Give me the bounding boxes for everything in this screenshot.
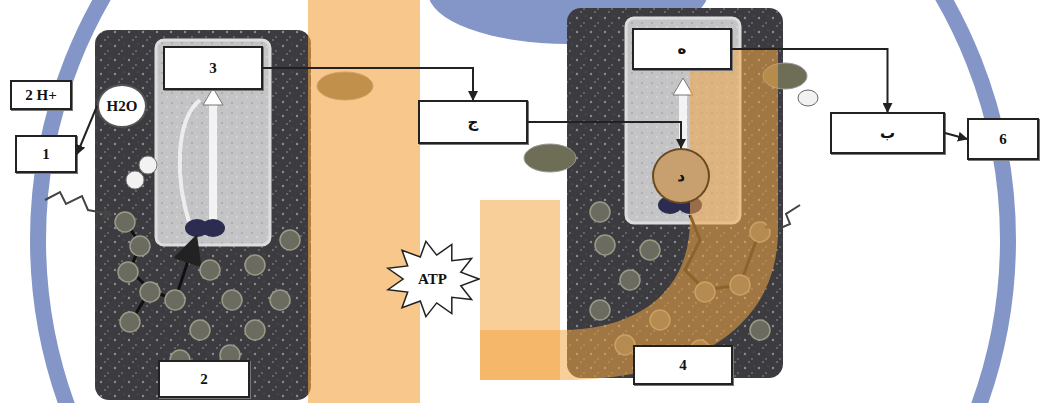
- node-label: 1: [42, 146, 50, 163]
- callout-box: 4: [633, 345, 733, 385]
- atp-burst: ATP: [385, 240, 480, 318]
- callout-box: ب: [830, 112, 945, 154]
- water-circle: H2O: [97, 84, 147, 128]
- watermark-band: [308, 0, 420, 403]
- node-label: 2 H+: [25, 87, 56, 104]
- flow-arrow: [732, 49, 888, 112]
- watermark-arc: [38, 0, 1008, 403]
- callout-box: ه: [632, 28, 732, 70]
- node-label: 2: [200, 371, 208, 388]
- node-label: ج: [468, 114, 479, 131]
- callout-circle: د: [652, 148, 710, 204]
- carrier-oval: [524, 144, 576, 172]
- callout-box: ج: [418, 100, 528, 144]
- node-label: 6: [999, 131, 1007, 148]
- flow-arrow: [528, 122, 681, 148]
- reaction-center: [156, 40, 270, 245]
- node-label: ه: [678, 41, 687, 58]
- callout-box: 2: [158, 360, 250, 398]
- node-label: 4: [679, 357, 687, 374]
- node-label: 3: [209, 60, 217, 77]
- callout-box: 1: [15, 135, 77, 173]
- photosystem-panel: [95, 30, 311, 400]
- flow-arrow: [77, 106, 97, 154]
- ion-box: 2 H+: [10, 80, 72, 110]
- flow-arrow: [263, 68, 473, 100]
- node-label: H2O: [107, 98, 138, 115]
- callout-box: 6: [967, 118, 1039, 160]
- flow-arrow: [945, 133, 967, 139]
- node-label: ب: [880, 125, 895, 142]
- callout-box: 3: [163, 46, 263, 90]
- node-label: ATP: [418, 271, 447, 288]
- node-label: د: [677, 168, 685, 185]
